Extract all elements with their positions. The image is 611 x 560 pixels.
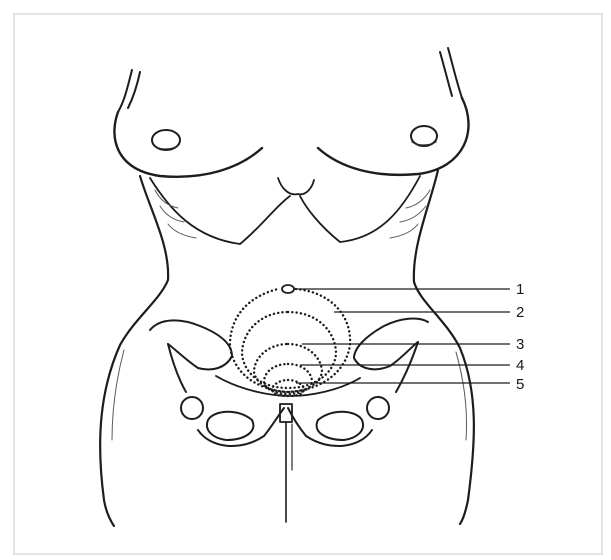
navel	[282, 285, 294, 293]
callout-labels: 1 2 3 4 5	[516, 281, 524, 393]
left-flank	[100, 176, 168, 526]
torso-figure	[100, 48, 474, 526]
rib-shade	[390, 224, 418, 238]
callout-number-5: 5	[516, 376, 524, 393]
right-breast-outline	[318, 98, 469, 175]
right-femoral-head	[367, 397, 389, 419]
left-obturator-foramen	[207, 412, 253, 440]
right-flank	[414, 170, 474, 524]
contour-1	[230, 289, 350, 392]
callout-leaders	[294, 289, 510, 383]
left-iliac-crest	[150, 320, 232, 369]
rib-shade	[400, 206, 426, 222]
rib-shade	[155, 190, 178, 208]
sternum-notch	[278, 178, 314, 194]
left-breast-outline	[114, 112, 262, 177]
left-costal-margin	[150, 178, 290, 244]
left-femoral-head	[181, 397, 203, 419]
right-obturator-foramen	[317, 412, 363, 440]
callout-number-4: 4	[516, 357, 524, 374]
callout-number-3: 3	[516, 336, 524, 353]
callout-number-2: 2	[516, 304, 524, 321]
callout-number-1: 1	[516, 281, 524, 298]
right-iliac-body	[396, 342, 418, 392]
fundus-height-contours	[230, 289, 350, 396]
right-costal-margin	[300, 176, 420, 242]
